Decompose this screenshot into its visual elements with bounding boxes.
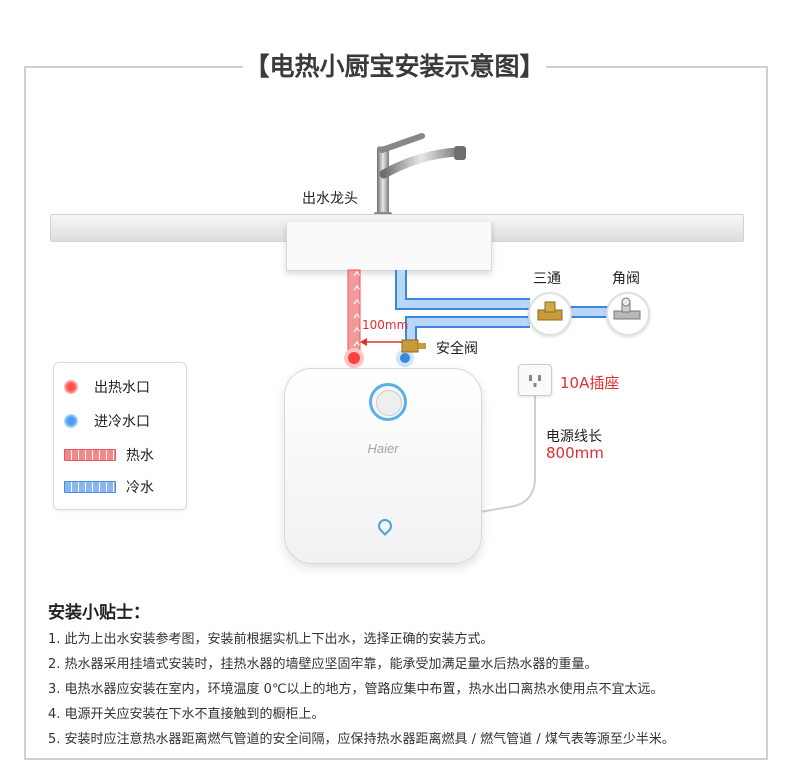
hot-water-pipe-icon bbox=[64, 449, 116, 461]
tip-item: 2. 热水器采用挂墙式安装时，挂热水器的墙壁应坚固牢靠，能承受加满足量水后热水器… bbox=[48, 657, 598, 672]
cold-inlet-dot-icon bbox=[64, 414, 78, 428]
angle-valve-label: 角阀 bbox=[612, 271, 640, 287]
cord-length-label: 电源线长 bbox=[546, 429, 602, 445]
tip-item: 3. 电热水器应安装在室内，环境温度 0℃以上的地方，管路应集中布置，热水出口离… bbox=[48, 682, 664, 697]
legend-item-cold-inlet: 进冷水口 bbox=[64, 409, 150, 433]
page-title: 【电热小厨宝安装示意图】 bbox=[244, 52, 545, 81]
water-heater: Haier bbox=[284, 368, 482, 564]
legend-label: 冷水 bbox=[126, 480, 154, 496]
title-box: 【电热小厨宝安装示意图】 bbox=[243, 44, 546, 86]
tip-item: 4. 电源开关应安装在下水不直接触到的橱柜上。 bbox=[48, 707, 325, 722]
distance-label: 100mm bbox=[362, 318, 409, 332]
tip-item: 1. 此为上出水安装参考图，安装前根据实机上下出水，选择正确的安装方式。 bbox=[48, 632, 494, 647]
socket-label: 10A插座 bbox=[560, 374, 620, 392]
hot-outlet-dot-icon bbox=[64, 380, 78, 394]
faucet-icon bbox=[374, 133, 466, 218]
tip-item: 5. 安装时应注意热水器距离燃气管道的安全间隔，应保持热水器距离燃具 / 燃气管… bbox=[48, 732, 675, 747]
water-drop-icon bbox=[375, 516, 395, 536]
safety-valve-label: 安全阀 bbox=[436, 341, 478, 357]
frame-top-edge-right bbox=[543, 66, 766, 68]
legend-label: 进冷水口 bbox=[94, 414, 150, 430]
tee-fitting-icon bbox=[528, 292, 572, 336]
sink-basin bbox=[286, 222, 492, 271]
angle-valve-icon bbox=[606, 292, 650, 336]
legend-item-cold-water: 冷水 bbox=[64, 475, 154, 499]
power-socket bbox=[518, 364, 552, 396]
legend-label: 热水 bbox=[126, 448, 154, 464]
temperature-knob bbox=[369, 383, 407, 421]
cold-water-pipe-icon bbox=[64, 481, 116, 493]
frame-top-edge-left bbox=[24, 66, 246, 68]
legend-label: 出热水口 bbox=[94, 380, 150, 396]
tips-title: 安装小贴士： bbox=[48, 603, 150, 623]
faucet-label: 出水龙头 bbox=[302, 191, 358, 207]
legend-item-hot-outlet: 出热水口 bbox=[64, 375, 150, 399]
tee-label: 三通 bbox=[533, 271, 561, 287]
legend-item-hot-water: 热水 bbox=[64, 443, 154, 467]
brand-logo: Haier bbox=[367, 441, 399, 456]
legend: 出热水口 进冷水口 热水 冷水 bbox=[53, 362, 187, 510]
cord-length-value: 800mm bbox=[546, 444, 604, 462]
